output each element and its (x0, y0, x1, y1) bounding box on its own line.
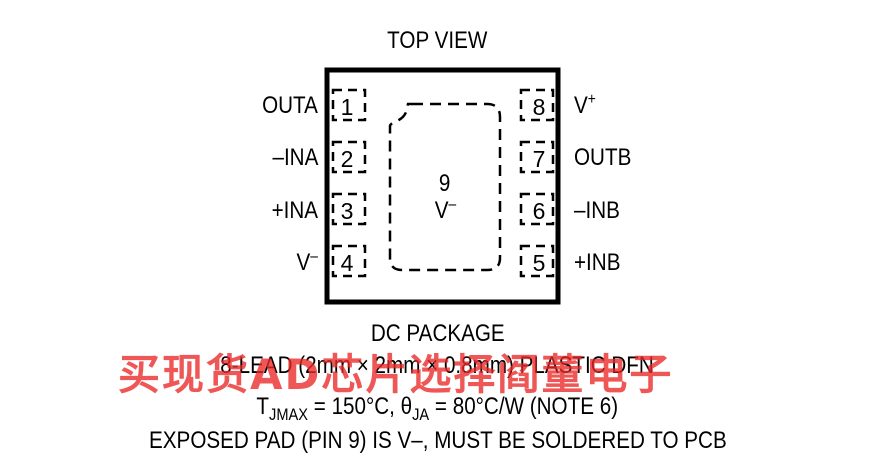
pin-label-4-text: V– (296, 248, 318, 276)
exposed-pad-label: V– (345, 196, 545, 228)
pin-number-4: 4 (341, 250, 354, 276)
watermark-text: 买现货AD芯片选择阎董电子 (118, 350, 674, 399)
pin-label-5: +INB (574, 249, 621, 276)
pin-pad-7 (519, 140, 555, 174)
caption-package-dims: 8-LEAD (2mm × 2mm × 0.8mm) PLASTIC DFN (220, 352, 655, 379)
pin-pad-8 (519, 88, 555, 122)
pin-label-1: OUTA (262, 92, 318, 119)
pin-pad-6 (519, 192, 555, 226)
exposed-pad-outline (388, 102, 502, 272)
pin-label-8: V+ (574, 91, 599, 123)
pin-label-7: OUTB (574, 144, 632, 171)
pin-label-2: –INA (272, 144, 318, 171)
caption-thermal: TJMAX = 150°C, θJA = 80°C/W (NOTE 6) (0, 393, 875, 424)
pin-label-3: +INA (271, 197, 318, 224)
caption-exposed-pad-note: EXPOSED PAD (PIN 9) IS V–, MUST BE SOLDE… (148, 427, 727, 454)
exposed-pad-number: 9 (439, 170, 451, 197)
exposed-pad-label-text: V– (434, 196, 456, 224)
pin-label-6: –INB (574, 197, 620, 224)
pin-label-4: V– (198, 248, 318, 280)
caption-thermal-text: TJMAX = 150°C, θJA = 80°C/W (NOTE 6) (256, 393, 619, 424)
pin-label-8-text: V+ (574, 91, 596, 119)
pin-number-7: 7 (533, 146, 546, 172)
pin-pad-5 (519, 244, 555, 278)
diagram-title: TOP VIEW (387, 27, 488, 54)
caption-package-name: DC PACKAGE (370, 320, 505, 347)
pin-number-5: 5 (533, 250, 546, 276)
left-pin-pads (331, 88, 367, 278)
package-outline (324, 67, 561, 305)
pin-number-2: 2 (341, 146, 354, 172)
pin-number-8: 8 (533, 94, 546, 120)
pin-number-6: 6 (533, 198, 546, 224)
pin-pad-2 (331, 140, 367, 174)
pin-number-1: 1 (341, 94, 354, 120)
pin-pad-1 (331, 88, 367, 122)
pin-number-3: 3 (341, 198, 354, 224)
pin-pad-4 (331, 244, 367, 278)
right-pin-pads (519, 88, 555, 278)
pin-pad-3 (331, 192, 367, 226)
